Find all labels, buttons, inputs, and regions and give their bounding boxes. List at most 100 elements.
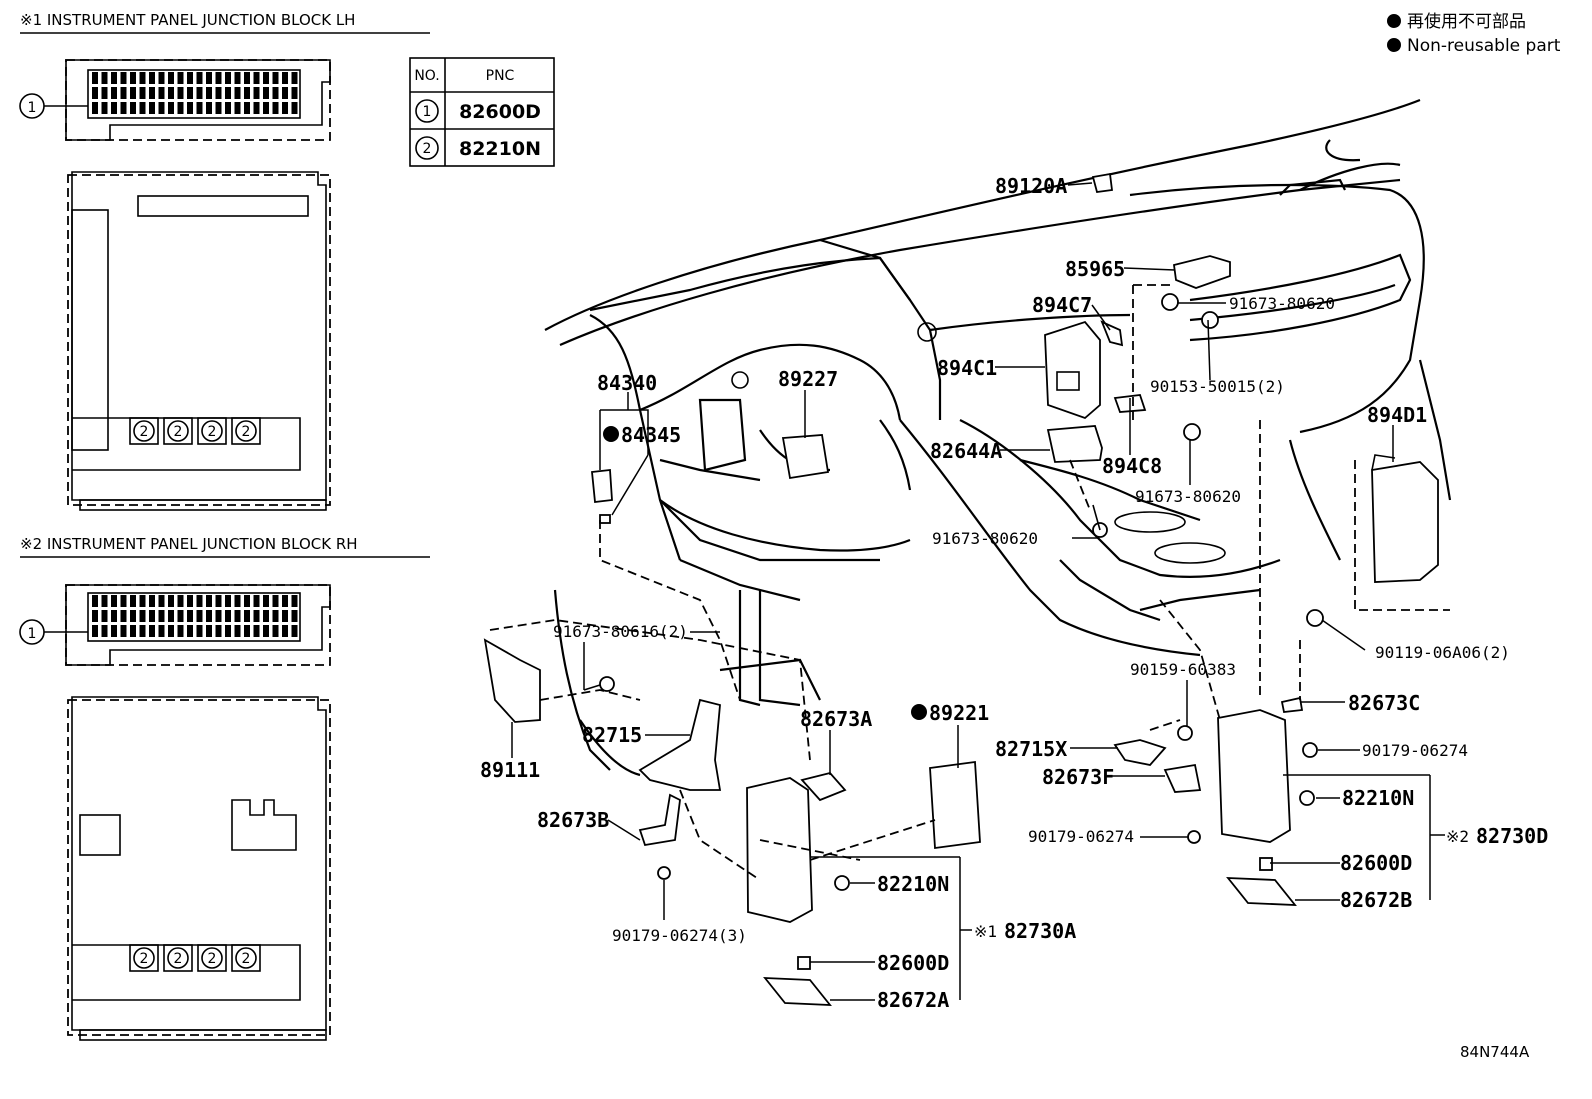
label-82673B[interactable]: 82673B <box>537 808 609 832</box>
bolt-icon[interactable] <box>1201 311 1219 329</box>
connector-pin <box>101 102 108 114</box>
label-89221[interactable]: 89221 <box>929 701 989 725</box>
bolt-icon[interactable] <box>1183 423 1201 441</box>
connector-pin <box>272 87 279 99</box>
connector-pin <box>244 72 250 84</box>
connector-pin <box>187 102 193 114</box>
part-89111[interactable] <box>483 638 541 723</box>
label-82210N[interactable]: 82210N <box>877 872 949 896</box>
fuse-slot <box>163 944 193 972</box>
clip-icon[interactable] <box>1299 790 1315 806</box>
label-82644A[interactable]: 82644A <box>930 439 1002 463</box>
connector-pin <box>149 87 155 99</box>
label-82673A[interactable]: 82673A <box>800 707 872 731</box>
label-91673-80620[interactable]: 91673-80620 <box>1135 487 1241 506</box>
part-89120A[interactable] <box>1091 172 1114 193</box>
table-row-no: 1 <box>423 104 432 120</box>
connector-pin <box>291 595 298 607</box>
nut-icon[interactable] <box>657 866 671 880</box>
connector-pin <box>206 595 212 607</box>
label-90159-60383[interactable]: 90159-60383 <box>1130 660 1236 679</box>
bolt-icon[interactable] <box>599 676 615 692</box>
label-82730D[interactable]: 82730D <box>1476 824 1548 848</box>
part-89221[interactable] <box>929 760 981 850</box>
label-894C1[interactable]: 894C1 <box>937 356 997 380</box>
label-894C8[interactable]: 894C8 <box>1102 454 1162 478</box>
part-82673C[interactable] <box>1280 696 1304 713</box>
connector-pin <box>168 595 174 607</box>
label-82715[interactable]: 82715 <box>582 723 642 747</box>
label-85965[interactable]: 85965 <box>1065 257 1125 281</box>
label-90119-06A06[interactable]: 90119-06A06(2) <box>1375 643 1510 662</box>
label-90179-06274[interactable]: 90179-06274 <box>1028 827 1134 846</box>
part-82672B[interactable] <box>1226 877 1297 906</box>
table-row-no: 2 <box>423 141 432 157</box>
connector-pin <box>111 595 117 607</box>
connector-pin <box>111 87 117 99</box>
label-894D1[interactable]: 894D1 <box>1367 403 1427 427</box>
label-91673-80620[interactable]: 91673-80620 <box>932 529 1038 548</box>
label-91673-80620[interactable]: 91673-80620 <box>1229 294 1335 313</box>
connector-pin <box>168 102 174 114</box>
label-82730A[interactable]: 82730A <box>1004 919 1076 943</box>
part-82715X[interactable] <box>1113 739 1167 766</box>
nut-icon[interactable] <box>1302 742 1318 758</box>
label-82673F[interactable]: 82673F <box>1042 765 1114 789</box>
part-84345[interactable] <box>591 469 613 504</box>
part-82673F[interactable] <box>1163 763 1202 793</box>
label-89111[interactable]: 89111 <box>480 758 540 782</box>
label-82600D[interactable]: 82600D <box>1340 851 1412 875</box>
fuse-slot <box>129 944 159 972</box>
label-90179-06274[interactable]: 90179-06274 <box>1362 741 1468 760</box>
label-90179-06274[interactable]: 90179-06274(3) <box>612 926 747 945</box>
part-894D1[interactable] <box>1371 461 1439 583</box>
connector-pin <box>130 595 136 607</box>
bolt-icon[interactable] <box>1161 293 1179 311</box>
connector-pin <box>282 87 288 99</box>
connector-pin <box>158 610 165 622</box>
callout-2-label: 2 <box>140 424 149 440</box>
label-84340[interactable]: 84340 <box>597 371 657 395</box>
bullet-icon <box>1387 14 1401 28</box>
connector-pin <box>187 610 193 622</box>
part-82644A[interactable] <box>1046 425 1103 463</box>
connector-pin <box>196 72 203 84</box>
label-89120A[interactable]: 89120A <box>995 174 1067 198</box>
part-82600D-lh[interactable] <box>797 956 811 970</box>
label-82715X[interactable]: 82715X <box>995 737 1067 761</box>
connector-pin <box>196 595 203 607</box>
label-82210N[interactable]: 82210N <box>1342 786 1414 810</box>
connector-pin <box>177 610 184 622</box>
bolt-icon[interactable] <box>1177 725 1193 741</box>
junction-block-lh[interactable] <box>746 777 813 923</box>
label-90153-50015[interactable]: 90153-50015(2) <box>1150 377 1285 396</box>
part-82673A[interactable] <box>800 771 847 802</box>
label-894C7[interactable]: 894C7 <box>1032 293 1092 317</box>
label-82672A[interactable]: 82672A <box>877 988 949 1012</box>
part-894C7[interactable] <box>1100 320 1124 347</box>
label-91673-80616[interactable]: 91673-80616(2) <box>553 622 688 641</box>
clip-icon[interactable] <box>834 875 850 891</box>
connector-pin <box>291 625 298 637</box>
label-82600D[interactable]: 82600D <box>877 951 949 975</box>
callout-2 <box>167 420 189 442</box>
part-82673B[interactable] <box>638 793 681 847</box>
junction-block-rh[interactable] <box>1217 709 1291 843</box>
part-894C1[interactable] <box>1044 320 1101 420</box>
label-82672B[interactable]: 82672B <box>1340 888 1412 912</box>
connector-pin <box>139 102 146 114</box>
label-89227[interactable]: 89227 <box>778 367 838 391</box>
connector-pin <box>92 610 98 622</box>
part-82715[interactable] <box>638 698 722 791</box>
label-84345[interactable]: 84345 <box>621 423 681 447</box>
part-89227[interactable] <box>781 434 830 480</box>
connector-pin <box>234 87 241 99</box>
label-82673C[interactable]: 82673C <box>1348 691 1420 715</box>
connector-pin <box>120 87 127 99</box>
part-82600D-rh[interactable] <box>1259 857 1273 871</box>
connector-pin <box>101 610 108 622</box>
part-85965[interactable] <box>1173 255 1231 289</box>
part-82672A[interactable] <box>763 977 832 1006</box>
bolt-icon[interactable] <box>1306 609 1324 627</box>
nut-icon[interactable] <box>1187 830 1201 844</box>
